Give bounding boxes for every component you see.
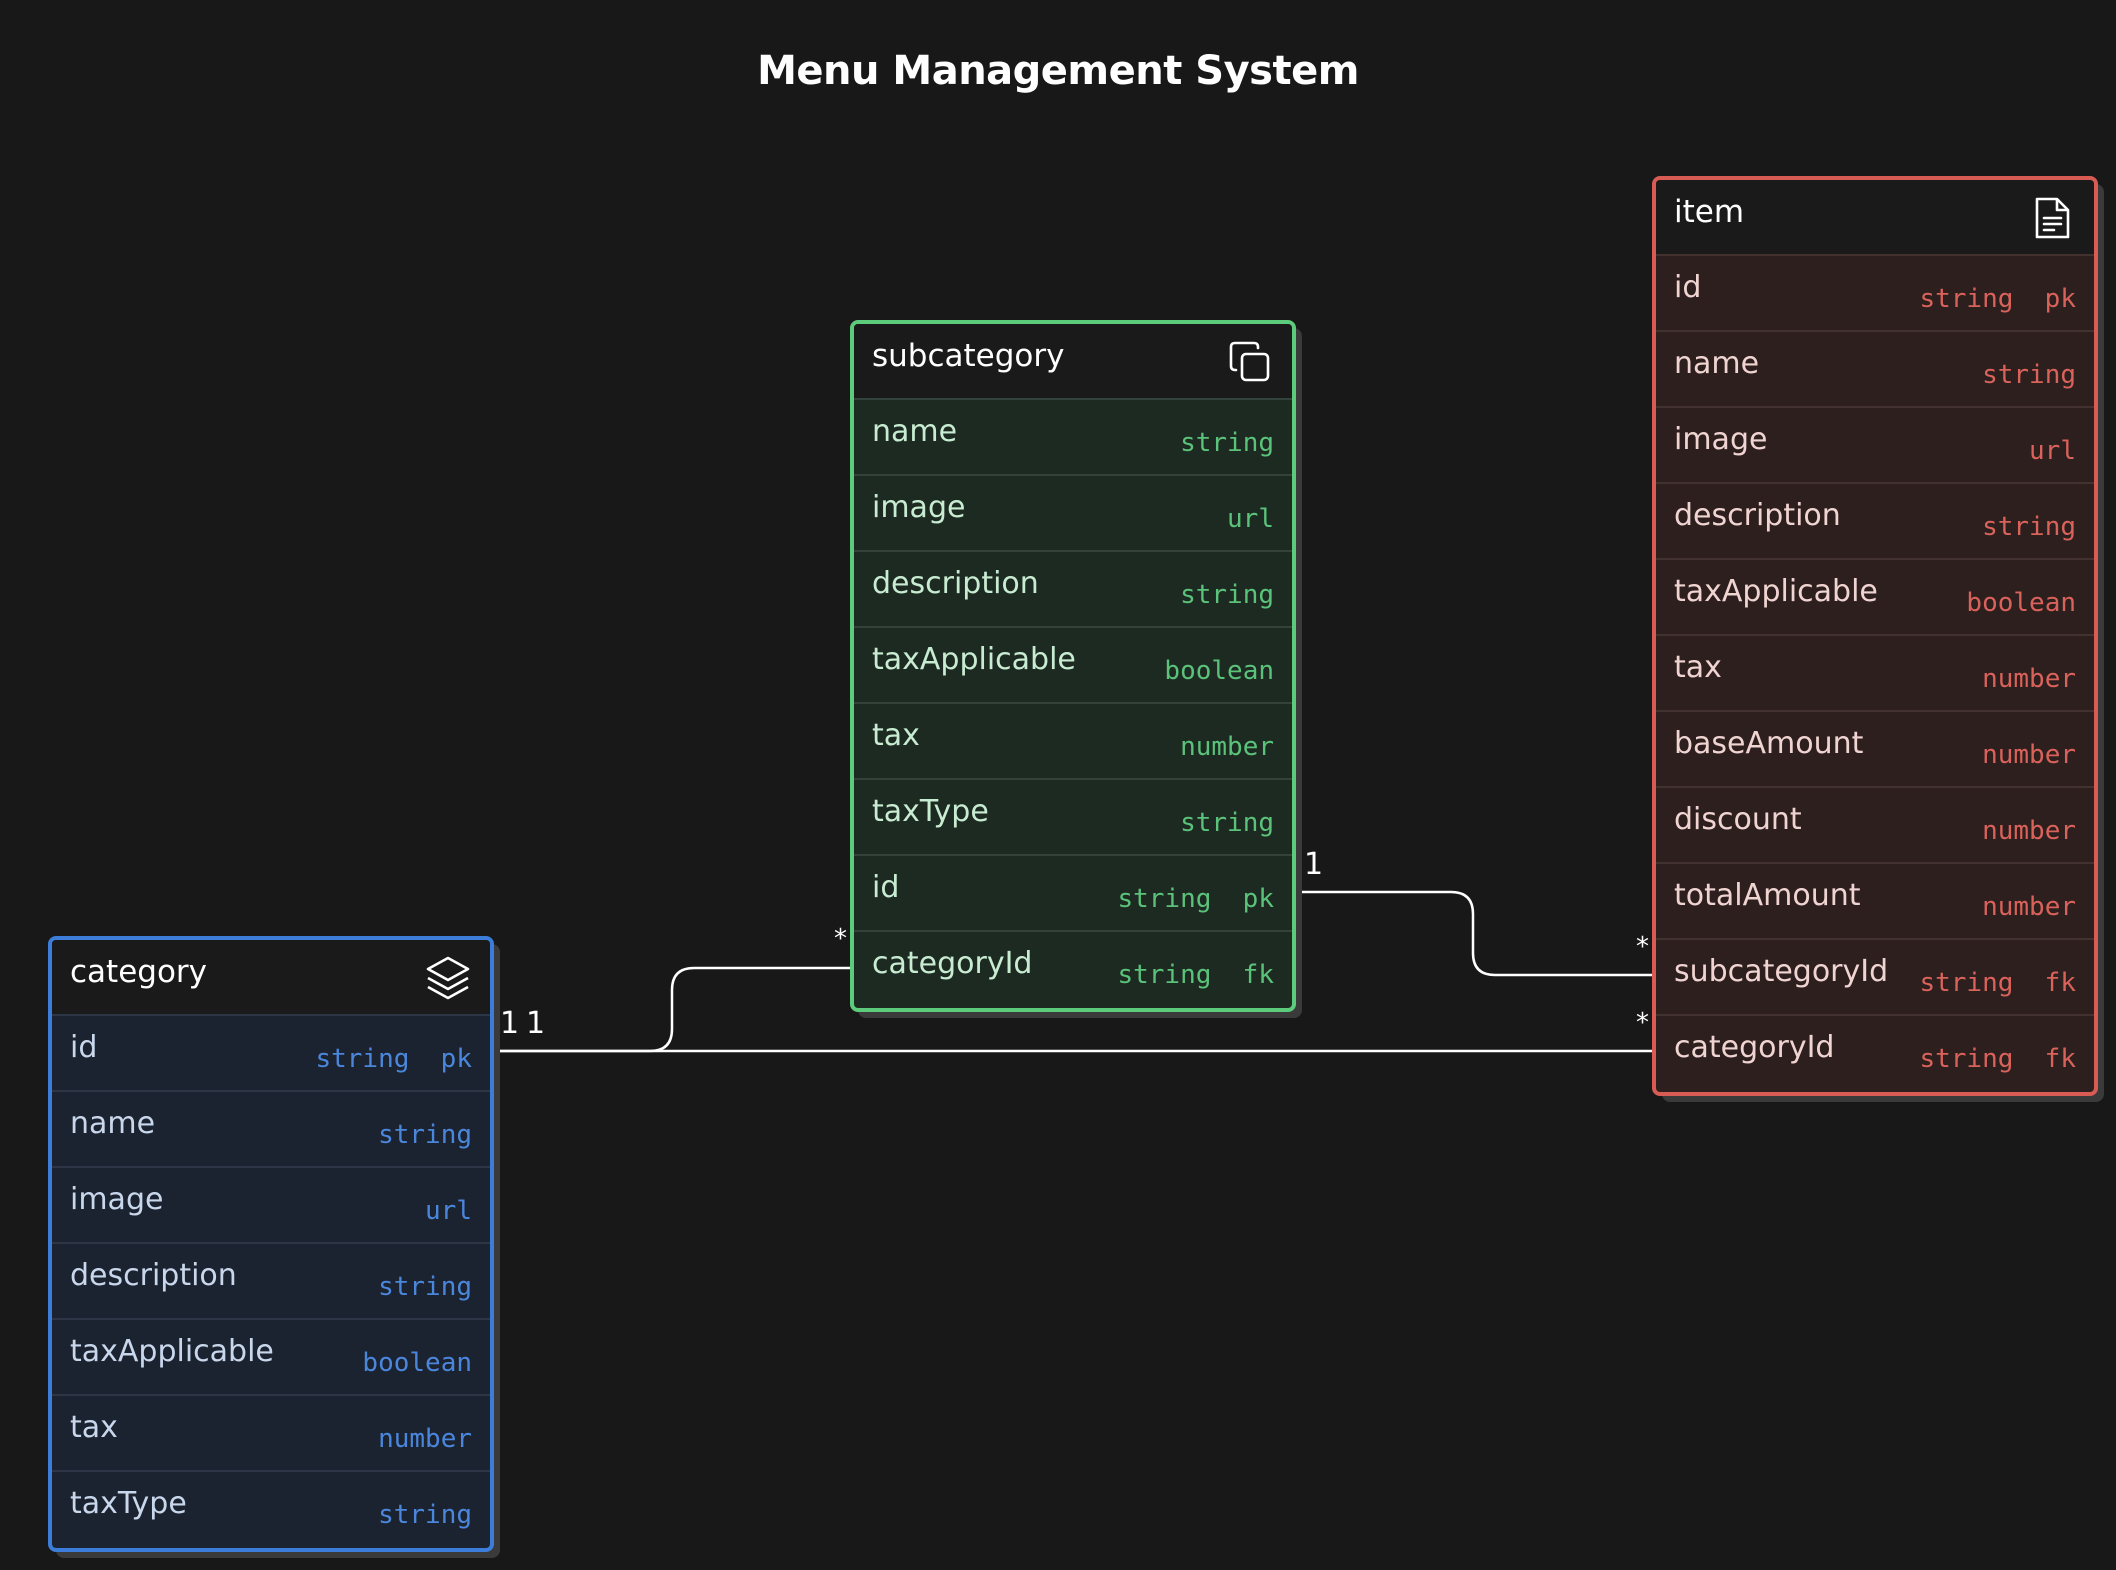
- field-type: string fk: [1117, 960, 1274, 990]
- entity-title: category: [70, 954, 208, 990]
- document-icon: [2035, 197, 2070, 239]
- field-name: categoryId: [872, 946, 1033, 981]
- field-row: subcategoryId string fk: [1656, 940, 2094, 1016]
- entity-header: subcategory: [854, 324, 1292, 400]
- field-name: id: [70, 1030, 98, 1065]
- field-type: string fk: [1919, 1044, 2076, 1074]
- field-row: image url: [854, 476, 1292, 552]
- field-type: string: [378, 1272, 472, 1302]
- field-name: image: [872, 490, 966, 525]
- field-name: taxApplicable: [1674, 574, 1878, 609]
- field-name: id: [1674, 270, 1702, 305]
- layers-icon: [426, 956, 470, 1000]
- entity-title: item: [1674, 194, 1745, 230]
- field-name: name: [70, 1106, 156, 1141]
- field-row: categoryId string fk: [854, 932, 1292, 1008]
- field-name: tax: [1674, 650, 1722, 685]
- field-row: totalAmount number: [1656, 864, 2094, 940]
- field-type: url: [2029, 436, 2076, 466]
- cardinality-one: 1: [1304, 847, 1324, 882]
- entity-subcategory[interactable]: subcategory name string image url descript…: [850, 320, 1296, 1012]
- field-row: id string pk: [1656, 256, 2094, 332]
- field-row: taxApplicable boolean: [854, 628, 1292, 704]
- field-type: string: [1180, 580, 1274, 610]
- cardinality-one: 1: [526, 1006, 546, 1041]
- edge-subcategory-item: [1284, 890, 1662, 977]
- field-row: image url: [52, 1168, 490, 1244]
- entity-title: subcategory: [872, 338, 1065, 374]
- field-name: image: [1674, 422, 1768, 457]
- field-row: taxType string: [854, 780, 1292, 856]
- field-name: id: [872, 870, 900, 905]
- field-row: baseAmount number: [1656, 712, 2094, 788]
- field-name: totalAmount: [1674, 878, 1861, 913]
- field-type: string: [1180, 428, 1274, 458]
- field-type: boolean: [1966, 588, 2076, 618]
- cardinality-one: 1: [500, 1006, 520, 1041]
- field-name: image: [70, 1182, 164, 1217]
- field-type: number: [1982, 740, 2076, 770]
- field-type: number: [1982, 892, 2076, 922]
- cardinality-many: *: [834, 924, 847, 954]
- field-type: string fk: [1919, 968, 2076, 998]
- entity-header: item: [1656, 180, 2094, 256]
- field-name: tax: [872, 718, 920, 753]
- field-name: baseAmount: [1674, 726, 1864, 761]
- field-row: tax number: [854, 704, 1292, 780]
- field-row: taxApplicable boolean: [52, 1320, 490, 1396]
- entity-category[interactable]: category id string pk name string image url…: [48, 936, 494, 1552]
- field-type: url: [1227, 504, 1274, 534]
- field-row: description string: [854, 552, 1292, 628]
- copy-icon: [1229, 341, 1270, 382]
- field-row: tax number: [1656, 636, 2094, 712]
- field-name: description: [1674, 498, 1841, 533]
- field-name: name: [1674, 346, 1760, 381]
- field-row: description string: [1656, 484, 2094, 560]
- field-name: description: [70, 1258, 237, 1293]
- field-name: name: [872, 414, 958, 449]
- field-name: taxType: [872, 794, 989, 829]
- field-type: number: [1982, 816, 2076, 846]
- page-title: Menu Management System: [757, 48, 1359, 94]
- field-row: name string: [52, 1092, 490, 1168]
- field-row: id string pk: [52, 1016, 490, 1092]
- field-row: name string: [854, 400, 1292, 476]
- entity-item[interactable]: item id string pk name string image url des…: [1652, 176, 2098, 1096]
- field-name: taxType: [70, 1486, 187, 1521]
- field-type: number: [1180, 732, 1274, 762]
- field-type: string pk: [1919, 284, 2076, 314]
- field-type: string: [1982, 512, 2076, 542]
- field-type: string pk: [315, 1044, 472, 1074]
- field-name: categoryId: [1674, 1030, 1835, 1065]
- field-row: discount number: [1656, 788, 2094, 864]
- field-type: number: [1982, 664, 2076, 694]
- field-row: description string: [52, 1244, 490, 1320]
- field-row: image url: [1656, 408, 2094, 484]
- field-type: number: [378, 1424, 472, 1454]
- field-type: boolean: [1164, 656, 1274, 686]
- field-type: string pk: [1117, 884, 1274, 914]
- field-type: string: [1982, 360, 2076, 390]
- cardinality-many: *: [1636, 932, 1649, 962]
- field-name: tax: [70, 1410, 118, 1445]
- field-row: tax number: [52, 1396, 490, 1472]
- field-type: boolean: [362, 1348, 472, 1378]
- field-row: name string: [1656, 332, 2094, 408]
- entity-header: category: [52, 940, 490, 1016]
- field-type: string: [1180, 808, 1274, 838]
- field-name: discount: [1674, 802, 1802, 837]
- field-row: id string pk: [854, 856, 1292, 932]
- field-row: taxType string: [52, 1472, 490, 1548]
- cardinality-many: *: [1636, 1008, 1649, 1038]
- field-name: taxApplicable: [872, 642, 1076, 677]
- field-name: subcategoryId: [1674, 954, 1889, 989]
- field-type: string: [378, 1120, 472, 1150]
- field-type: string: [378, 1500, 472, 1530]
- field-name: taxApplicable: [70, 1334, 274, 1369]
- field-row: taxApplicable boolean: [1656, 560, 2094, 636]
- field-name: description: [872, 566, 1039, 601]
- field-row: categoryId string fk: [1656, 1016, 2094, 1092]
- field-type: url: [425, 1196, 472, 1226]
